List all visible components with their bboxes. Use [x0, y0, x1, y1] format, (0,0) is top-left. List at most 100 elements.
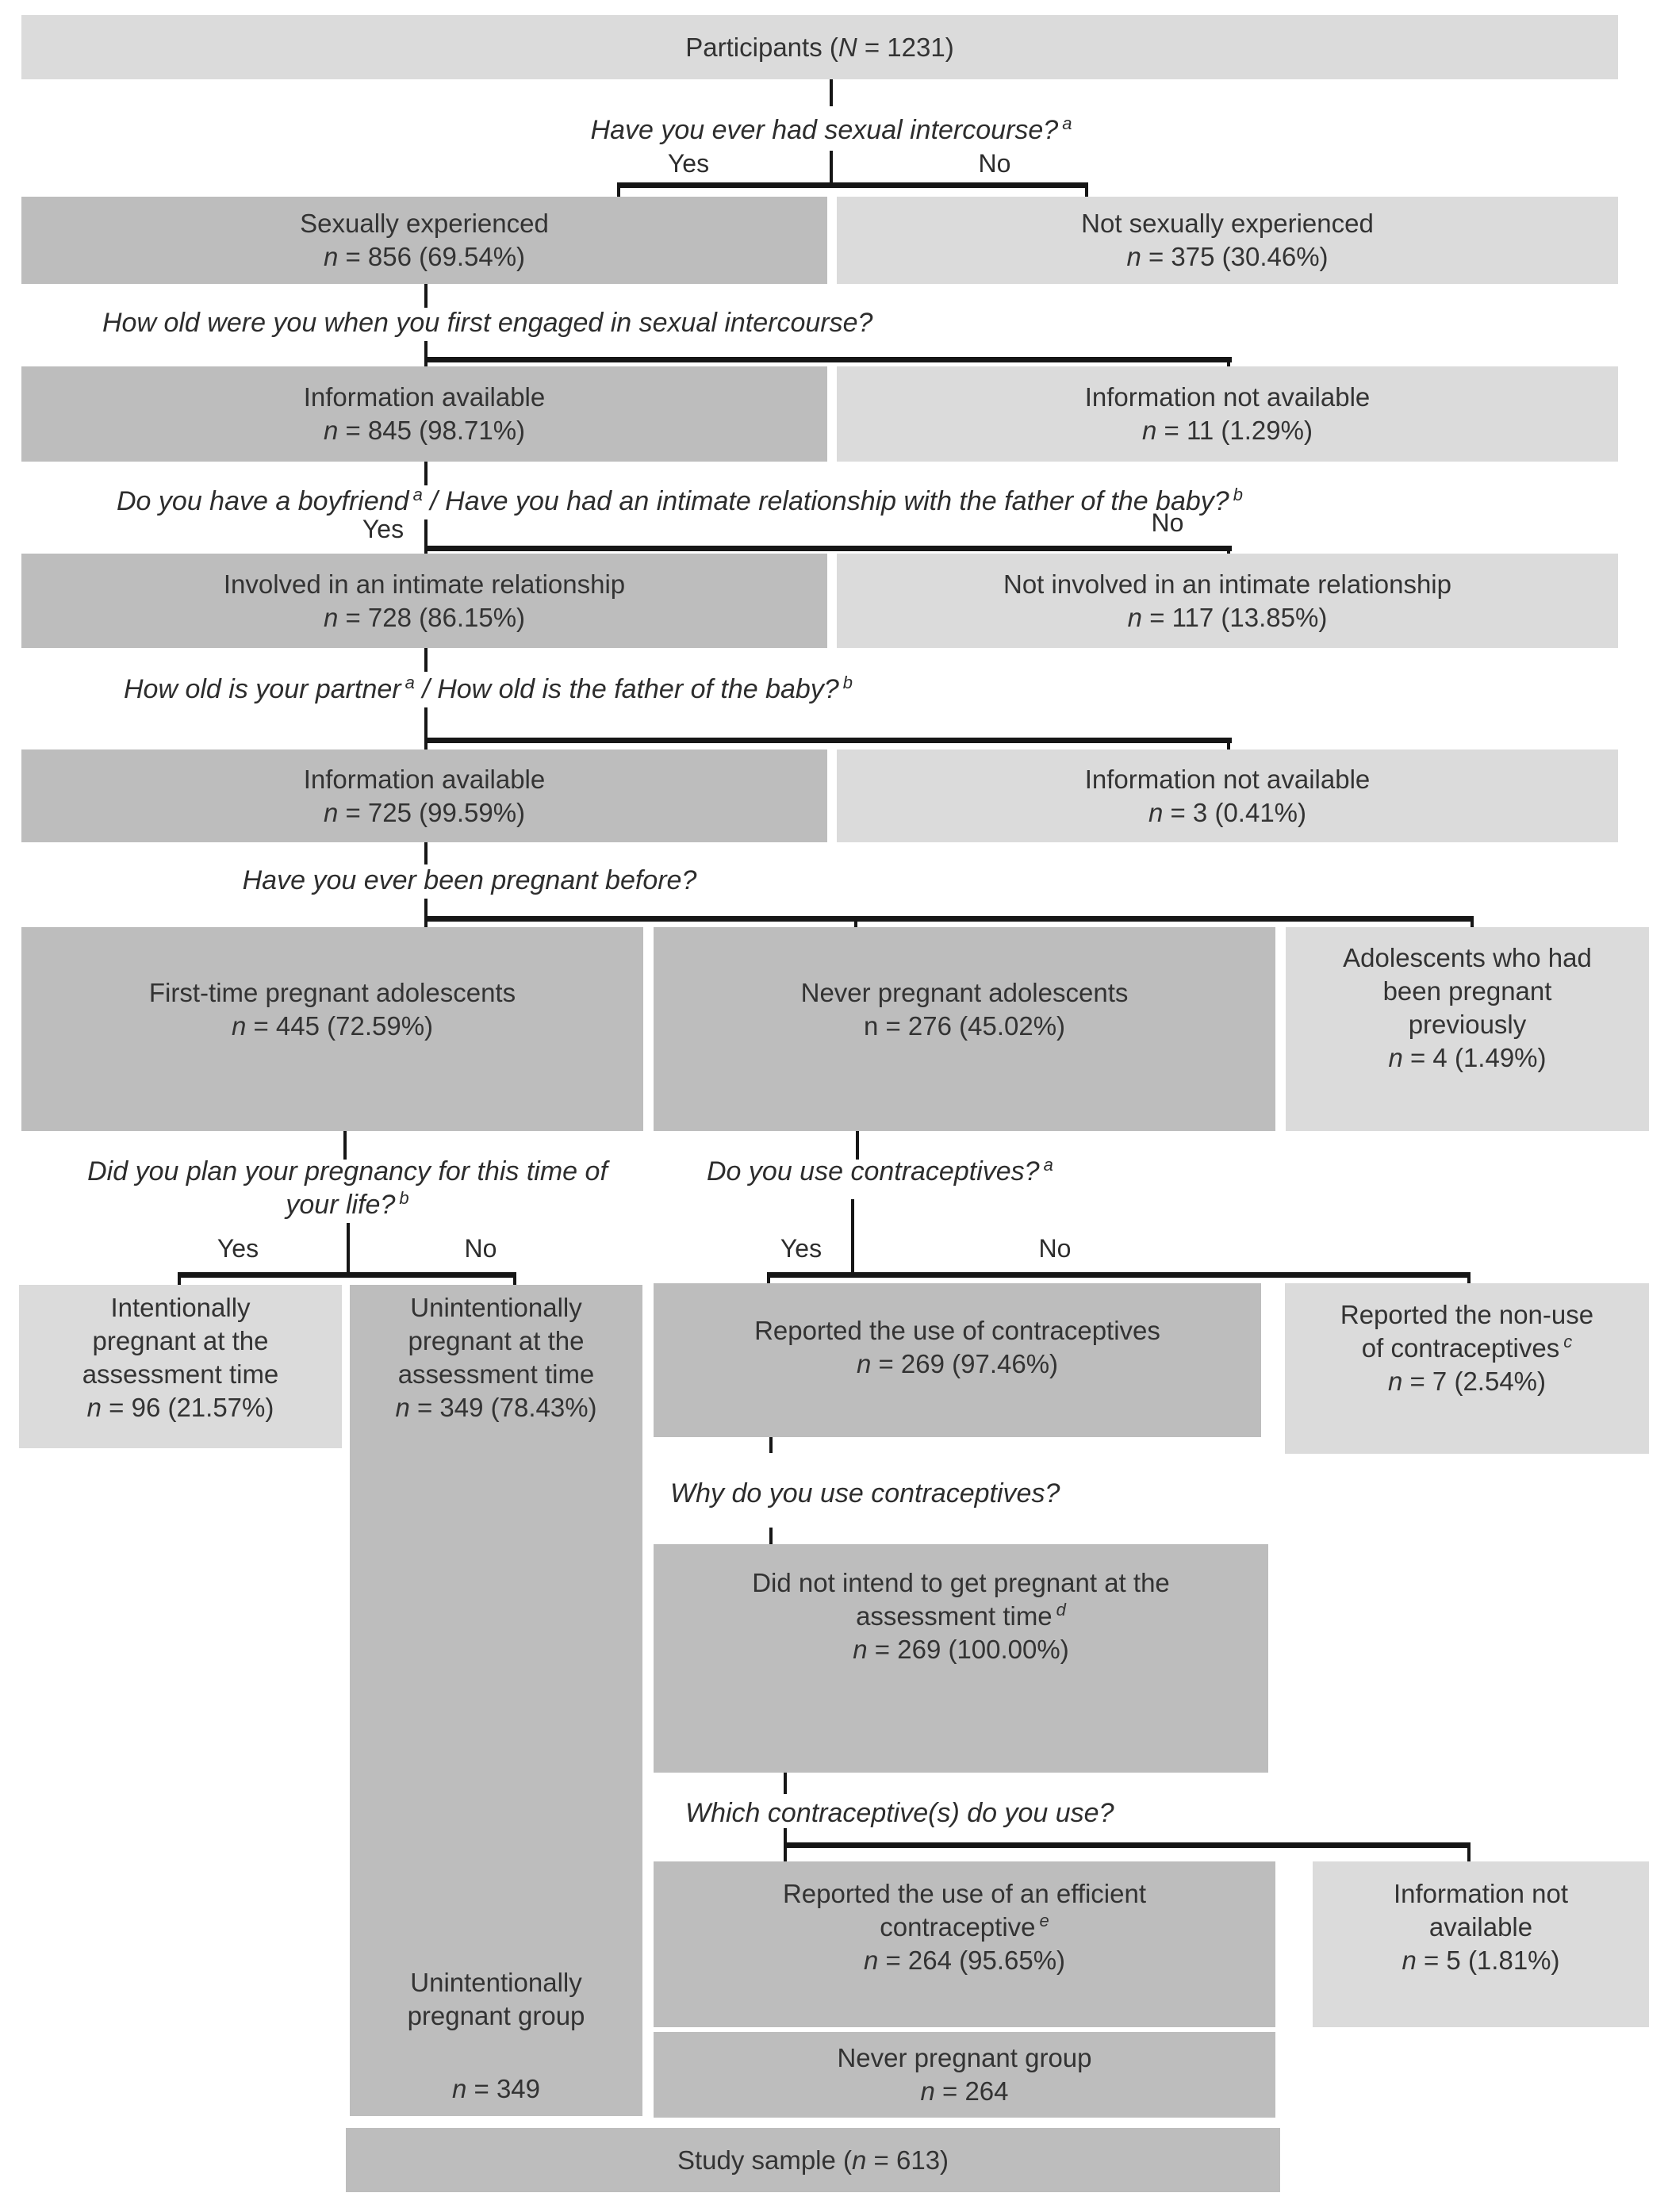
box-title: been pregnant	[1382, 976, 1552, 1006]
bracket-q5-tick-mid	[854, 916, 857, 927]
box-n: n = 445 (72.59%)	[231, 1011, 434, 1041]
bracket-q2-tick-right	[1227, 357, 1230, 366]
connector-q6b	[851, 1199, 854, 1272]
connector-q7	[769, 1528, 773, 1544]
bracket-q6b-tick-right	[1467, 1272, 1471, 1283]
box-n: n = 3 (0.41%)	[1148, 797, 1307, 827]
flow-box-study-sample: Study sample (n = 613)	[346, 2128, 1280, 2192]
question-line: Did you plan your pregnancy for this tim…	[87, 1156, 608, 1187]
box-top-block: Unintentionally pregnant at the assessme…	[350, 1291, 642, 1424]
box-title: Information not	[1393, 1879, 1569, 1908]
box-n: n = 269 (97.46%)	[856, 1349, 1059, 1378]
bracket-q5	[424, 916, 1474, 922]
box-title: Reported the use of contraceptives	[754, 1316, 1160, 1345]
bracket-q1-tick-right	[1085, 182, 1088, 197]
box-title: Information available	[303, 764, 546, 794]
box-n: n = 725 (99.59%)	[323, 797, 526, 827]
bracket-q5-tick-right	[1471, 916, 1474, 927]
connector-rowB	[424, 284, 428, 308]
box-title: Not sexually experienced	[1081, 209, 1374, 238]
box-title: assessment time	[397, 1359, 595, 1389]
box-n: n = 375 (30.46%)	[1126, 242, 1329, 271]
bracket-q4	[424, 738, 1232, 743]
question-line: your life?b	[286, 1187, 409, 1220]
connector-q4	[424, 707, 428, 749]
bracket-q8	[784, 1842, 1471, 1848]
bracket-q3	[424, 546, 1232, 551]
bracket-q6b	[767, 1272, 1471, 1278]
bracket-q2	[424, 357, 1232, 362]
box-title: First-time pregnant adolescents	[148, 978, 516, 1007]
bracket-q8-tick-right	[1467, 1842, 1471, 1861]
connector-q2	[424, 341, 428, 366]
box-title: pregnant at the	[92, 1326, 269, 1355]
box-title: Reported the use of an efficient	[782, 1879, 1147, 1908]
box-n: n = 264 (95.65%)	[863, 1946, 1066, 1975]
flow-box-never-pregnant-group: Never pregnant group n = 264	[654, 2032, 1275, 2118]
box-title: Sexually experienced	[300, 209, 549, 238]
box-n: n = 349 (78.43%)	[395, 1393, 597, 1422]
box-n: n = 11 (1.29%)	[1142, 416, 1313, 445]
bracket-q4-tick-right	[1227, 738, 1230, 749]
box-title: Study sample (n = 613)	[677, 2145, 949, 2175]
label-no-1: No	[978, 149, 1011, 178]
box-n: n = 845 (98.71%)	[323, 416, 526, 445]
box-title: pregnant at the	[408, 1326, 585, 1355]
box-n: n = 7 (2.54%)	[1387, 1367, 1547, 1396]
box-n: n = 4 (1.49%)	[1388, 1043, 1547, 1072]
flow-box-info-not-available-2: Information not available n = 3 (0.41%)	[837, 749, 1618, 842]
connector-q6a	[347, 1223, 350, 1272]
box-group-label: Unintentionally pregnant group	[350, 1966, 642, 2033]
box-title: Never pregnant adolescents	[800, 978, 1129, 1007]
box-title: Information not available	[1084, 764, 1371, 794]
box-title: Unintentionally	[410, 1293, 582, 1322]
box-title: Did not intend to get pregnant at the	[752, 1568, 1170, 1597]
label-yes-4: Yes	[780, 1234, 822, 1263]
label-yes-1: Yes	[667, 149, 710, 178]
box-n: n = 5 (1.81%)	[1402, 1946, 1560, 1975]
box-title: assessment time	[82, 1359, 279, 1389]
label-no-2: No	[1151, 508, 1184, 537]
flow-box-reported-use-contraceptives: Reported the use of contraceptives n = 2…	[654, 1283, 1261, 1437]
bracket-q1-tick-left	[617, 182, 620, 197]
label-yes-3: Yes	[217, 1234, 259, 1263]
connector-q5	[424, 899, 428, 927]
box-n: n = 117 (13.85%)	[1127, 602, 1328, 632]
connector-root	[830, 79, 833, 106]
connector-first-time	[343, 1131, 347, 1160]
box-n: n = 856 (69.54%)	[323, 242, 526, 271]
flow-box-info-not-available-3: Information not available n = 5 (1.81%)	[1313, 1861, 1649, 2027]
box-title: Reported the non-use	[1340, 1300, 1594, 1329]
flow-box-first-time-pregnant: First-time pregnant adolescents n = 445 …	[21, 927, 643, 1131]
box-title: Involved in an intimate relationship	[223, 569, 626, 599]
flow-box-not-involved-relationship: Not involved in an intimate relationship…	[837, 554, 1618, 648]
flow-box-sexually-experienced: Sexually experienced n = 856 (69.54%)	[21, 197, 827, 284]
flow-box-info-available-2: Information available n = 725 (99.59%)	[21, 749, 827, 842]
box-n: n = 96 (21.57%)	[86, 1393, 274, 1422]
flow-box-unintentionally-pregnant-group: Unintentionally pregnant at the assessme…	[350, 1285, 642, 2116]
box-n: n = 276 (45.02%)	[863, 1011, 1066, 1041]
box-title: Participants (N = 1231)	[685, 32, 954, 62]
box-n: n = 264	[920, 2076, 1009, 2106]
flow-box-participants: Participants (N = 1231)	[21, 15, 1618, 79]
box-title: Information not available	[1084, 382, 1371, 412]
flow-box-efficient-contraceptive: Reported the use of an efficient contrac…	[654, 1861, 1275, 2027]
connector-rowC	[424, 462, 428, 485]
bracket-q6a-tick-right	[513, 1272, 516, 1285]
box-title: Unintentionally	[410, 1968, 582, 1997]
connector-never-pregnant	[856, 1131, 859, 1160]
bracket-q6b-tick-left	[767, 1272, 770, 1283]
flow-box-not-sexually-experienced: Not sexually experienced n = 375 (30.46%…	[837, 197, 1618, 284]
box-title: available	[1428, 1912, 1533, 1942]
bracket-q6a-tick-left	[178, 1272, 181, 1285]
box-n: n = 269 (100.00%)	[853, 1635, 1069, 1664]
bracket-q6a	[178, 1272, 516, 1278]
flow-box-did-not-intend: Did not intend to get pregnant at the as…	[654, 1544, 1268, 1773]
flow-box-info-available-1: Information available n = 845 (98.71%)	[21, 366, 827, 462]
flow-box-intentionally-pregnant: Intentionally pregnant at the assessment…	[19, 1285, 342, 1448]
